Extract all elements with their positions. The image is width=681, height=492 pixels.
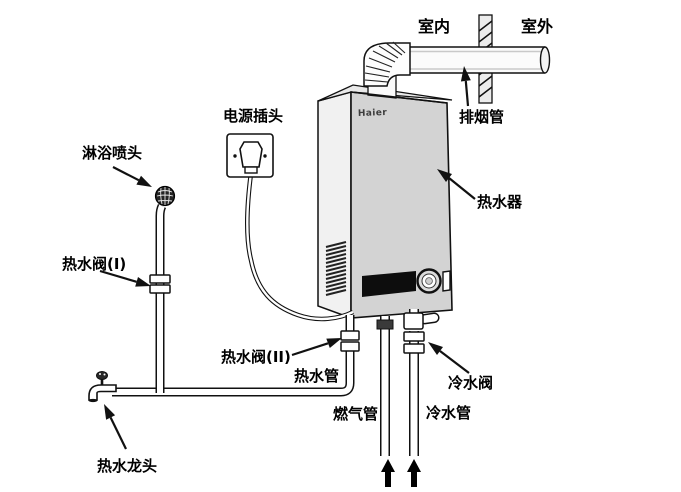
label-hot-water-faucet: 热水龙头 [97, 457, 157, 475]
label-power-plug: 电源插头 [223, 107, 283, 125]
power-cord-core [246, 172, 354, 321]
label-hot-water-pipe: 热水管 [294, 367, 339, 385]
hot-water-valve-2-band-b [340, 341, 360, 352]
exhaust-callout-arrowhead [460, 66, 471, 82]
brand-logo-text: Haier [358, 108, 388, 119]
plug-neck [244, 166, 258, 174]
faucet-handle [96, 371, 108, 380]
heater-callout-arrowhead [437, 169, 452, 182]
label-hot-water-valve-1: 热水阀(I) [62, 255, 126, 273]
faucet-spout-mouth [88, 398, 98, 403]
cold-valve-callout-line [439, 350, 470, 374]
exhaust-pipe-edges [406, 46, 545, 74]
faucet-callout-arrowhead [104, 404, 116, 420]
label-water-heater: 热水器 [477, 193, 523, 211]
flow-arrows [381, 459, 421, 487]
label-cold-water-pipe: 冷水管 [426, 404, 471, 422]
outlet-screw-left [233, 154, 237, 158]
label-indoor: 室内 [418, 17, 450, 36]
control-knob-cap [425, 277, 433, 285]
power-outlet [226, 133, 274, 178]
faucet-body [88, 384, 117, 401]
hot-water-valve-2-band-a [340, 330, 360, 341]
heater-callout-line [448, 177, 476, 200]
heater-top-edge [350, 91, 448, 104]
cold-water-line [403, 309, 440, 458]
valve1-callout-arrowhead [135, 277, 151, 287]
shower-head-grid [156, 187, 174, 205]
shower-assembly [149, 185, 176, 393]
cold-valve-callout-arrowhead [428, 342, 443, 355]
exhaust-pipe-end [539, 46, 551, 74]
callouts: 室内 室外 排烟管 热水器 电源插头 淋浴喷头 热水阀(I) 热水阀(II) 热… [62, 17, 553, 475]
hot-water-line [112, 315, 360, 397]
valve1-callout-line [99, 269, 137, 283]
vent-grille [325, 241, 347, 296]
label-shower-head: 淋浴喷头 [82, 144, 142, 162]
plug-body [239, 141, 263, 168]
cold-water-flow-arrow [407, 459, 421, 487]
cold-valve-band-a [403, 331, 425, 342]
label-exhaust-pipe: 排烟管 [459, 108, 504, 126]
exhaust-callout-line [464, 80, 470, 107]
water-heater-unit: Haier [317, 41, 453, 320]
power-cord [244, 172, 355, 322]
panel-side-button [442, 270, 451, 292]
label-outdoor: 室外 [521, 17, 553, 36]
hot-water-faucet [88, 371, 117, 403]
exhaust-pipe [406, 46, 551, 74]
hot-water-valve-1-band-a [149, 274, 171, 284]
hot-water-valve-1-band-b [149, 284, 171, 294]
shower-pipe-core [157, 204, 165, 393]
label-gas-pipe: 燃气管 [333, 405, 378, 423]
gas-flow-arrow [381, 459, 395, 487]
gas-line [376, 316, 394, 458]
valve2-callout-arrowhead [326, 338, 342, 348]
hot-water-pipe-core [112, 351, 353, 395]
faucet-handle-highlight-2 [103, 373, 106, 376]
cold-valve-band-b [403, 343, 425, 354]
faucet-callout-line [109, 417, 127, 450]
valve2-callout-line [291, 342, 329, 357]
outlet-screw-right [263, 154, 267, 158]
cold-valve-body [403, 312, 424, 330]
faucet-handle-highlight-1 [99, 373, 101, 375]
label-hot-water-valve-2: 热水阀(II) [221, 348, 291, 366]
display-panel [362, 271, 416, 297]
elbow-corrugation [364, 41, 406, 83]
shower-callout-arrowhead [136, 175, 152, 187]
gas-pipe-nut [376, 319, 394, 330]
exhaust-pipe-shading [410, 50, 541, 70]
shower-callout-line [112, 166, 140, 182]
label-cold-water-valve: 冷水阀 [448, 374, 493, 392]
